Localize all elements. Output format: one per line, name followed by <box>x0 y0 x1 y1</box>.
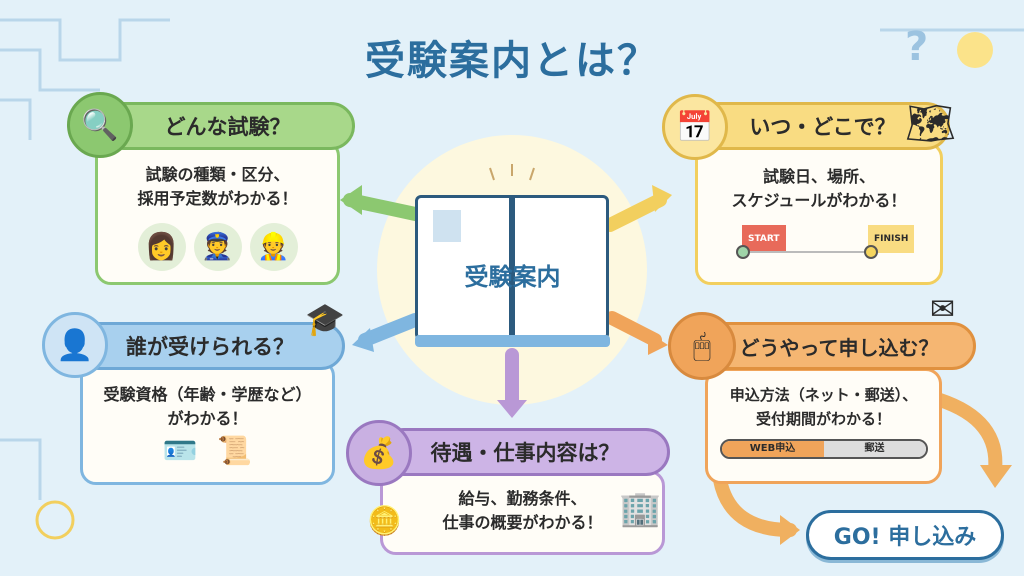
card-text: 仕事の概要がわかる！ <box>442 513 603 532</box>
magnifier-icon: 🔍 <box>67 92 133 158</box>
office-worker-icon: 👩 <box>137 223 186 271</box>
card-text: 試験の種類・区分、 <box>145 165 290 184</box>
map-pin-icon: 🗺 <box>905 101 956 147</box>
card-text: 試験日、場所、 <box>762 167 875 186</box>
svg-text:?: ? <box>905 24 928 70</box>
card-heading: 誰が受けられる？ <box>75 322 345 370</box>
card-text: 採用予定数がわかる！ <box>137 189 298 208</box>
card-text: 申込方法（ネット・郵送）、 <box>729 386 918 404</box>
police-officer-icon: 👮 <box>193 223 242 271</box>
person-icon: 👤 <box>42 312 108 378</box>
guidebook-illustration: 受験案内 <box>415 195 610 350</box>
worker-icon: 👷 <box>249 223 298 271</box>
card-heading: いつ・どこで？ <box>695 102 950 150</box>
id-card-icon: 🪪 <box>162 434 198 467</box>
card-heading: どうやって申し込む？ <box>702 322 976 370</box>
money-bag-icon: 💰 <box>346 420 412 486</box>
envelope-icon: ✉ <box>930 292 956 327</box>
coins-icon: 🪙 <box>367 504 402 537</box>
web-apply-option[interactable]: WEB申込 <box>721 441 824 457</box>
graduation-cap-icon: 🎓 <box>305 300 345 338</box>
card-heading: 待遇・仕事内容は？ <box>380 428 670 476</box>
mouse-icon: 🖱 <box>668 312 736 380</box>
card-text: 受付期間がわかる！ <box>755 410 891 428</box>
office-building-icon: 🏢 <box>619 489 662 529</box>
page-title: 受験案内とは？ <box>365 38 659 84</box>
go-apply-button[interactable]: GO! 申し込み <box>806 510 1004 560</box>
mail-apply-option[interactable]: 郵送 <box>823 441 926 457</box>
card-text: 給与、勤務条件、 <box>458 489 587 508</box>
card-text: がわかる！ <box>167 409 248 428</box>
diploma-icon: 📜 <box>217 434 253 467</box>
calendar-icon: 📅 <box>662 94 728 160</box>
center-label: 受験案内 <box>464 263 561 291</box>
card-text: 受験資格（年齢・学歴など） <box>103 385 312 404</box>
card-heading: どんな試験？ <box>100 102 355 150</box>
card-text: スケジュールがわかる！ <box>731 191 907 210</box>
